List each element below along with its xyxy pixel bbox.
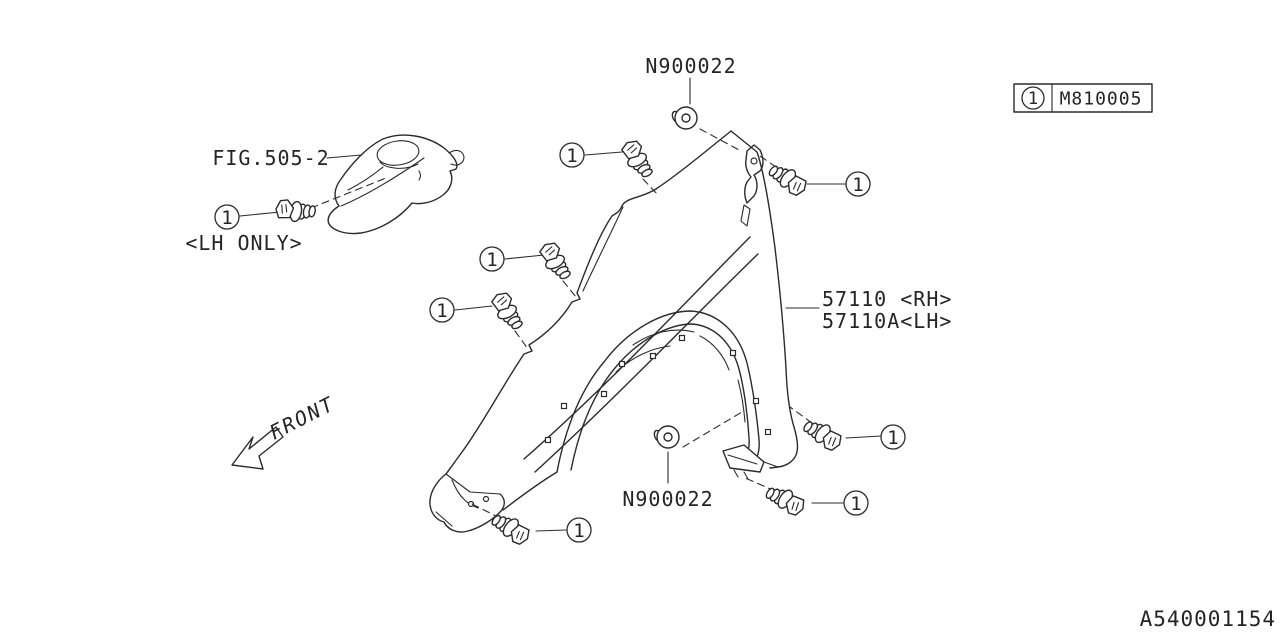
bolt-icon: [488, 507, 534, 549]
callout-1-marker[interactable]: 1: [559, 142, 585, 168]
label-figure-reference[interactable]: FIG.505-2: [212, 146, 329, 170]
legend-callout-number: 1: [1028, 89, 1038, 109]
callout-1-marker[interactable]: 1: [566, 517, 592, 543]
legend-box[interactable]: 1 M810005: [1013, 83, 1153, 113]
leader-lines: [239, 77, 882, 532]
label-clip-nut-top[interactable]: N900022: [645, 54, 736, 78]
callout-number: 1: [573, 520, 584, 542]
callout-1-marker[interactable]: 1: [429, 297, 455, 323]
callout-1-marker[interactable]: 1: [880, 424, 906, 450]
bolt-icon: [488, 288, 526, 335]
clip-nut-icon: [653, 425, 680, 449]
callout-number: 1: [221, 207, 232, 229]
callout-number: 1: [852, 174, 863, 196]
callout-number: 1: [887, 427, 898, 449]
legend-callout-1-marker: 1: [1021, 86, 1045, 110]
callout-number: 1: [850, 493, 861, 515]
callout-1-marker[interactable]: 1: [479, 246, 505, 272]
callout-1-marker[interactable]: 1: [845, 171, 871, 197]
fastener-hole-marks: [544, 334, 772, 444]
callout-number: 1: [486, 249, 497, 271]
fender-illustration: [429, 130, 799, 533]
front-arrow-icon: [231, 426, 284, 470]
front-label: FRONT: [265, 391, 338, 444]
dashed-attachment-lines: [310, 128, 813, 519]
label-fender-lh[interactable]: 57110A<LH>: [822, 309, 952, 333]
fender-bracket: [740, 144, 764, 227]
clip-nut-icon: [671, 106, 698, 130]
label-fender-rh[interactable]: 57110 <RH>: [822, 287, 952, 311]
bolt-icon: [618, 136, 656, 183]
bolt-icon: [273, 197, 318, 226]
callout-1-marker[interactable]: 1: [214, 204, 240, 230]
label-lh-only-note: <LH ONLY>: [185, 231, 302, 255]
diagram-code: A540001154: [1140, 607, 1276, 631]
bolt-icon: [536, 238, 574, 285]
callout-1-marker[interactable]: 1: [843, 490, 869, 516]
legend-part-number: M810005: [1060, 89, 1143, 110]
callout-number: 1: [566, 145, 577, 167]
front-direction-indicator: FRONT: [231, 391, 339, 470]
label-clip-nut-bottom[interactable]: N900022: [622, 487, 713, 511]
mudguard-illustration: [327, 134, 465, 235]
callout-number: 1: [436, 300, 447, 322]
bolt-icon: [763, 479, 809, 520]
